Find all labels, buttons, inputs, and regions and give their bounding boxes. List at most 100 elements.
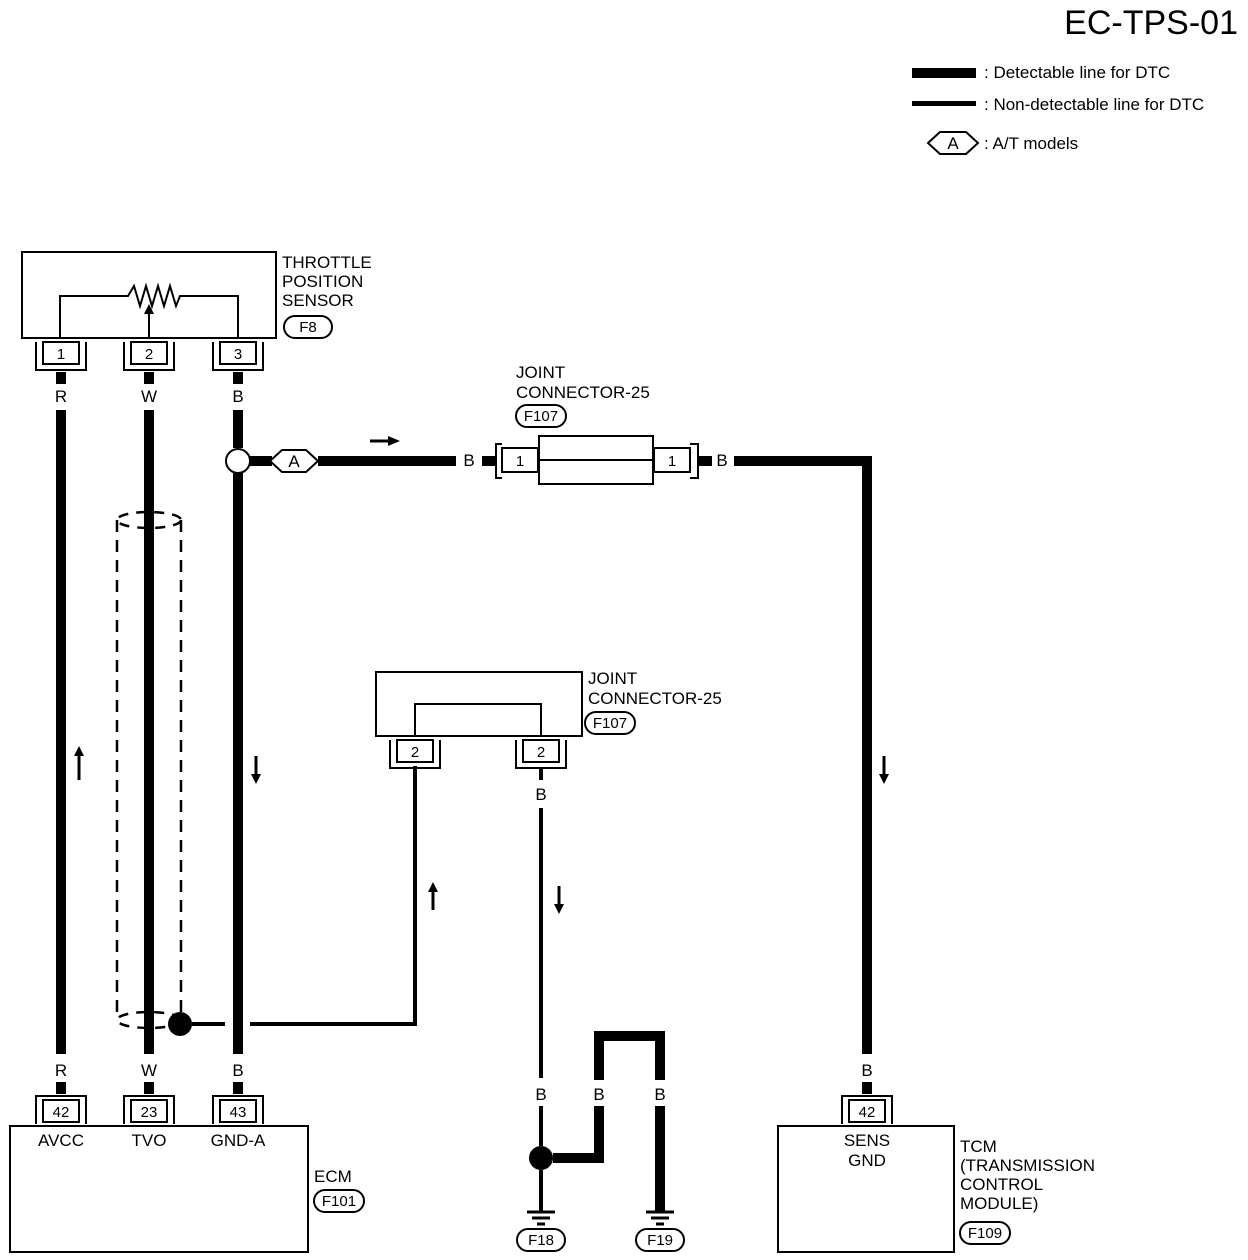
wire-branch-f19-color-a: B [593,1085,604,1104]
wire-b-color-joint-right: B [716,451,727,470]
ground-f19-code: F19 [647,1232,673,1249]
tps-wiper-arrow [144,304,154,314]
legend-nondetectable-swatch [912,101,976,106]
wire-r-color-top: R [55,387,67,406]
tcm-name-line1: TCM [960,1137,997,1156]
ground-f19-symbol: F19 [635,1210,685,1252]
tcm-body [777,1125,955,1253]
joint-connector-top: JOINT CONNECTOR-25 F107 1 1 [495,363,699,485]
wire-at-arrow-right [388,436,400,446]
wire-w-color-top: W [141,387,157,406]
ecm-terminal-gnda: GND-A [211,1131,266,1150]
splice-open [225,448,251,474]
ecm-terminal-tvo: TVO [132,1131,167,1150]
wire-b-color-top: B [232,387,243,406]
tcm-terminal-line1: SENS [844,1131,890,1150]
joint-top-name-line1: JOINT [516,363,565,382]
tps-name-line3: SENSOR [282,291,354,310]
tps-pin1-bracket [35,342,87,371]
tcm-pin-box [848,1099,886,1123]
joint-mid-name-line1: JOINT [588,669,637,688]
tcm: 42 SENS GND TCM (TRANSMISSION CONTROL MO… [777,1095,1095,1253]
wire-ground-arrow-down [554,904,564,914]
tps-code: F8 [299,319,317,336]
ecm-pin-tvo-box [130,1099,168,1123]
ecm-pin-tvo: 23 [141,1104,158,1121]
ecm-terminal-avcc: AVCC [38,1131,84,1150]
tps-pin3-bracket [212,342,264,371]
tps-pin3-box [219,341,257,365]
tps-pin3: 3 [234,346,242,363]
legend-nondetectable-label: : Non-detectable line for DTC [984,95,1204,114]
at-models-symbol-letter: A [288,452,300,471]
wire-tcm-arrow-down [879,774,889,784]
wire-shield-to-joint-mid [250,766,417,1026]
wire-b-color-bottom: B [232,1061,243,1080]
page-title: EC-TPS-01 [1064,4,1238,42]
joint-connector-mid: JOINT CONNECTOR-25 F107 2 2 [375,669,722,769]
joint-mid-pin1: 2 [411,744,419,761]
wire-branch-f19-color-b: B [654,1085,665,1104]
ecm-body [9,1125,309,1253]
legend-at-symbol-letter: A [947,134,959,153]
joint-top-pin-right: 1 [668,453,676,470]
joint-top-code: F107 [524,408,558,425]
tps-resistor-line [59,282,239,338]
wire-branch-f19-a [553,1106,604,1163]
ecm-code-badge [313,1189,365,1213]
ecm-pin-gnda-box [219,1099,257,1123]
wire-r-color-bottom: R [55,1061,67,1080]
joint-mid-code-badge [584,711,636,735]
joint-top-pin-left: 1 [516,453,524,470]
tps-pin2-box [130,341,168,365]
wire-b-to-tcm [734,456,872,1054]
tcm-code: F109 [968,1225,1002,1242]
wire-tcm-color-bottom: B [861,1061,872,1080]
tps-code-badge [283,315,333,339]
ecm: 42 23 43 AVCC TVO GND-A ECM F101 [9,1095,365,1253]
joint-mid-pin2-box [522,739,560,763]
tps-name-line1: THROTTLE [282,253,372,272]
wire-branch-f19-top [594,1031,665,1080]
joint-mid-name-line2: CONNECTOR-25 [588,689,722,708]
tps-pin2-bracket [123,342,175,371]
tcm-name-line3: CONTROL [960,1175,1043,1194]
wire-shield-arrow-up [428,882,438,892]
joint-mid-pin1-box [396,739,434,763]
tps-name-line2: POSITION [282,272,363,291]
legend-detectable-swatch [912,68,976,78]
wire-b-arrow-down [251,774,261,784]
joint-mid-bus [414,703,542,736]
legend-detectable-label: : Detectable line for DTC [984,63,1170,82]
legend-at-symbol [926,131,980,155]
ecm-pin-avcc-box [42,1099,80,1123]
legend-at-models-label: : A/T models [984,134,1078,153]
legend: : Detectable line for DTC : Non-detectab… [912,63,1204,155]
tcm-name-line2: (TRANSMISSION [960,1156,1095,1175]
ground-f18-symbol: F18 [516,1210,566,1252]
joint-top-pin-left-box [501,447,539,473]
wire-b-color-joint-left: B [463,451,474,470]
ecm-pin-gnda: 43 [230,1104,247,1121]
tps-pin2: 2 [145,346,153,363]
ecm-name: ECM [314,1167,352,1186]
tcm-code-badge [959,1221,1011,1245]
joint-mid-pin2: 2 [537,744,545,761]
joint-top-name-line2: CONNECTOR-25 [516,383,650,402]
tcm-name-line4: MODULE) [960,1194,1038,1213]
wire-ground-color-lower: B [535,1085,546,1104]
wire-ground-color: B [535,785,546,804]
tps-pin1-box [42,341,80,365]
ecm-code: F101 [322,1193,356,1210]
ground-f18-code: F18 [528,1232,554,1249]
tcm-terminal-line2: GND [848,1151,886,1170]
throttle-position-sensor: THROTTLE POSITION SENSOR F8 1 2 3 [21,251,372,371]
ground-f19-badge [635,1228,685,1252]
joint-top-pin-right-box [653,447,691,473]
joint-mid-code: F107 [593,715,627,732]
tps-pin1: 1 [57,346,65,363]
ground-splice [529,1146,553,1170]
tcm-pin: 42 [859,1104,876,1121]
shield-ground-splice [168,1012,192,1036]
